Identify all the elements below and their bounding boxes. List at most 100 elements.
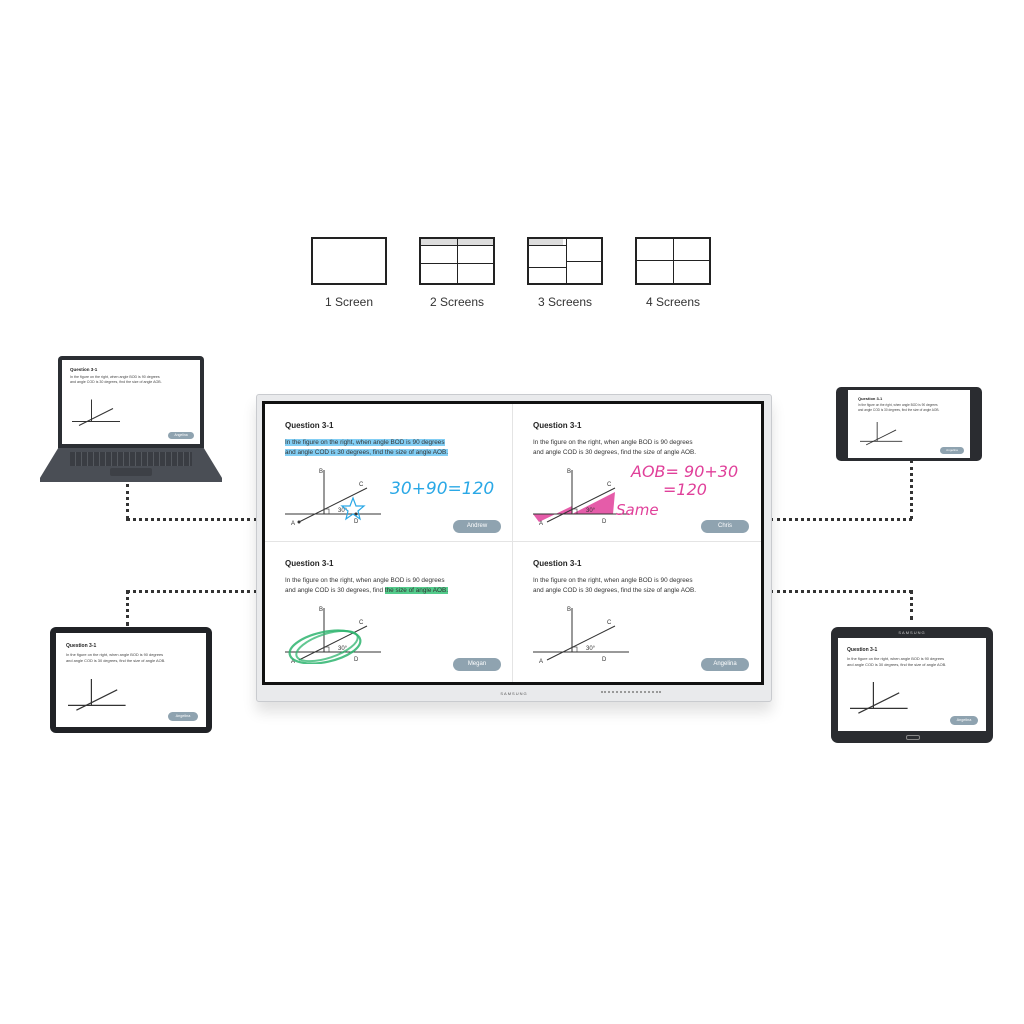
question-line2: and angle COD is 30 degrees, find the si… <box>533 449 697 456</box>
svg-text:C: C <box>607 620 612 626</box>
quadrant-chris[interactable]: Question 3-1 In the figure on the right,… <box>513 404 759 541</box>
svg-text:C: C <box>359 482 364 488</box>
tablet-right-device: SAMSUNG Question 3-1 In the figure on th… <box>831 627 993 743</box>
phone-question-text: In the figure on the right, when angle B… <box>858 403 939 412</box>
phone-line2: and angle COD is 30 degrees, find the si… <box>858 407 940 412</box>
tablet-right-question-title: Question 3-1 <box>847 647 878 653</box>
tablet-right-line2: and angle COD is 30 degrees, find the si… <box>847 661 947 667</box>
svg-text:A: A <box>539 659 543 664</box>
layout-3-screens-icon <box>527 237 603 285</box>
angle-figure: B C A D 30° <box>285 469 381 526</box>
svg-text:A: A <box>291 659 295 664</box>
question-title: Question 3-1 <box>285 559 334 568</box>
handwriting-pink-line1: AOB= 90+30 <box>631 462 739 481</box>
svg-text:30°: 30° <box>586 508 596 514</box>
laptop-base <box>40 448 222 482</box>
tablet-right-student-button[interactable]: Angelina <box>950 716 978 725</box>
layout-1-screen-icon <box>311 237 387 285</box>
angle-figure: B C A D 30° <box>285 607 381 664</box>
laptop-keyboard <box>70 452 192 466</box>
quadrant-divider-vertical <box>512 404 513 682</box>
layout-option-1-screen[interactable]: 1 Screen <box>309 237 389 309</box>
interactive-display: Question 3-1 In the figure on the right,… <box>256 394 772 702</box>
question-line2: and angle COD is 30 degrees, find the si… <box>533 587 697 594</box>
tablet-left-question-text: In the figure on the right, when angle B… <box>66 652 165 663</box>
tablet-left-student-button[interactable]: Angelina <box>168 712 198 721</box>
tablet-left-device: Question 3-1 In the figure on the right,… <box>50 627 212 733</box>
student-button-angelina[interactable]: Angelina <box>701 658 749 671</box>
display-ports <box>601 691 661 696</box>
connector-laptop-h <box>126 518 258 521</box>
laptop-student-button[interactable]: Angelina <box>168 432 194 439</box>
svg-text:A: A <box>539 521 543 526</box>
svg-text:B: B <box>319 469 323 475</box>
connector-phone-v <box>910 460 913 519</box>
layout-4-screens-icon <box>635 237 711 285</box>
tablet-right-brand: SAMSUNG <box>898 630 926 635</box>
phone-student-button[interactable]: Angelina <box>940 447 964 454</box>
handwriting-blue: 30+90=120 <box>390 479 495 499</box>
student-button-chris[interactable]: Chris <box>701 520 749 533</box>
handwriting-pink-same: Same <box>616 501 659 519</box>
question-line1: In the figure on the right, when angle B… <box>533 577 693 584</box>
question-line2: and angle COD is 30 degrees, find the si… <box>285 449 449 456</box>
tablet-left-line1: In the figure on the right, when angle B… <box>66 652 164 657</box>
svg-text:D: D <box>602 657 607 663</box>
phone-line1: In the figure on the right, when angle B… <box>858 403 938 407</box>
svg-text:D: D <box>602 519 607 525</box>
quadrant-andrew[interactable]: Question 3-1 In the figure on the right,… <box>265 404 511 541</box>
svg-text:30°: 30° <box>586 646 596 652</box>
connector-laptop-v <box>126 484 129 519</box>
svg-text:B: B <box>567 469 571 475</box>
display-bezel: Question 3-1 In the figure on the right,… <box>262 401 764 685</box>
laptop-lid: Question 3-1 In the figure on the right,… <box>58 356 204 448</box>
question-line1: In the figure on the right, when angle B… <box>285 439 445 446</box>
layout-2-screens-label: 2 Screens <box>429 295 485 309</box>
phone-question-title: Question 3-1 <box>858 396 883 401</box>
laptop-angle-figure <box>72 399 120 426</box>
connector-phone-h <box>770 518 912 521</box>
layout-option-4-screens[interactable]: 4 Screens <box>633 237 713 309</box>
quadrant-divider-horizontal <box>265 541 761 542</box>
layout-4-screens-label: 4 Screens <box>645 295 701 309</box>
student-button-megan[interactable]: Megan <box>453 658 501 671</box>
layout-3-screens-label: 3 Screens <box>537 295 593 309</box>
layout-option-2-screens[interactable]: 2 Screens <box>417 237 497 309</box>
question-title: Question 3-1 <box>533 559 582 568</box>
tablet-right-question-text: In the figure on the right, when angle B… <box>847 656 946 667</box>
layout-option-3-screens[interactable]: 3 Screens <box>525 237 605 309</box>
question-title: Question 3-1 <box>533 421 582 430</box>
question-line2-highlight: the size of angle AOB. <box>384 587 449 594</box>
phone-angle-figure <box>860 422 903 446</box>
connector-tablet-left-v <box>126 590 129 626</box>
quadrant-angelina[interactable]: Question 3-1 In the figure on the right,… <box>513 542 759 679</box>
svg-text:D: D <box>354 519 359 525</box>
angle-figure: B C A D 30° <box>533 469 629 526</box>
tablet-right-home-button[interactable] <box>906 735 920 740</box>
angle-figure: B C A D 30° <box>533 607 629 664</box>
svg-text:D: D <box>354 657 359 663</box>
quadrant-megan[interactable]: Question 3-1 In the figure on the right,… <box>265 542 511 679</box>
tablet-left-angle-figure <box>68 679 126 711</box>
svg-text:B: B <box>319 607 323 613</box>
connector-tablet-right-h <box>770 590 912 593</box>
phone-screen: Question 3-1 In the figure on the right,… <box>848 390 970 458</box>
layout-2-screens-icon <box>419 237 495 285</box>
svg-text:30°: 30° <box>338 646 348 652</box>
phone-device: Question 3-1 In the figure on the right,… <box>836 387 982 461</box>
laptop-touchpad <box>110 468 152 476</box>
tablet-left-line2: and angle COD is 30 degrees, find the si… <box>66 657 166 663</box>
handwriting-pink-line2: =120 <box>663 480 707 499</box>
student-button-andrew[interactable]: Andrew <box>453 520 501 533</box>
tablet-left-question-title: Question 3-1 <box>66 643 97 649</box>
svg-text:B: B <box>567 607 571 613</box>
question-line1: In the figure on the right, when angle B… <box>285 577 445 584</box>
svg-text:C: C <box>607 482 612 488</box>
question-text: In the figure on the right, when angle B… <box>285 576 500 596</box>
question-text: In the figure on the right, when angle B… <box>285 438 500 458</box>
connector-tablet-left-h <box>126 590 258 593</box>
layout-1-screen-label: 1 Screen <box>324 295 374 309</box>
tablet-right-screen: Question 3-1 In the figure on the right,… <box>838 638 986 731</box>
question-text: In the figure on the right, when angle B… <box>533 576 748 596</box>
svg-text:C: C <box>359 620 364 626</box>
